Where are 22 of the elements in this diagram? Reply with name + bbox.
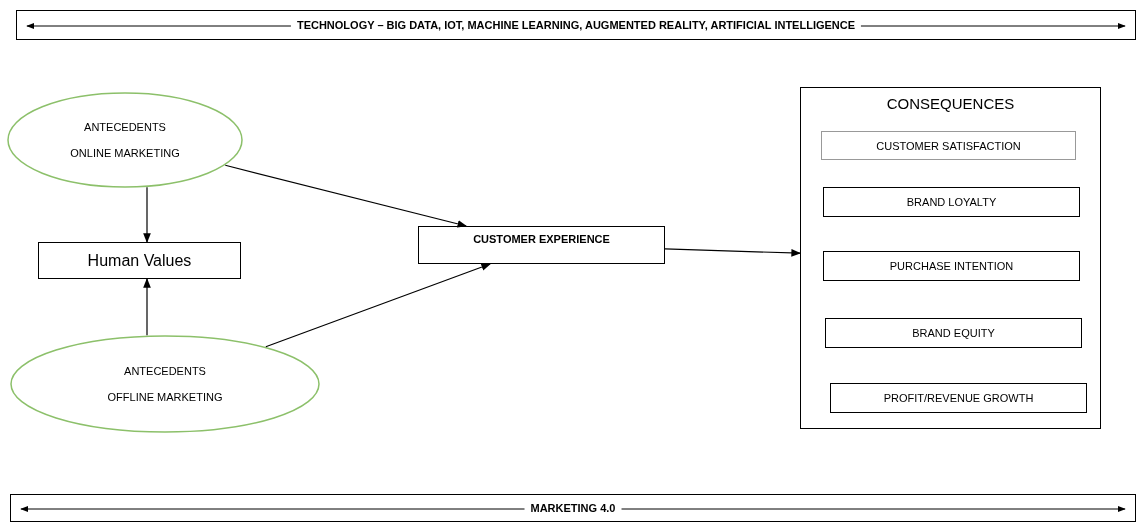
arrow (265, 263, 491, 348)
process-box: PROFIT/REVENUE GROWTH (830, 383, 1087, 413)
node-text: OFFLINE MARKETING (107, 391, 223, 403)
arrow (664, 248, 801, 257)
container-title: CONSEQUENCES (886, 95, 1015, 112)
process-box: PURCHASE INTENTION (823, 251, 1080, 281)
band-label: TECHNOLOGY – BIG DATA, IOT, MACHINE LEARNING, AUGMENTED REALITY, ARTIFICIAL INTELLIGENCE (290, 19, 862, 31)
node-text: ONLINE MARKETING (70, 147, 180, 159)
process-box: BRAND LOYALTY (823, 187, 1080, 217)
arrow (143, 186, 151, 243)
band-box (16, 10, 1136, 40)
node-heading: ANTECEDENTS (84, 121, 166, 133)
band-box (10, 494, 1136, 522)
node-heading: ANTECEDENTS (124, 365, 206, 377)
arrow (224, 164, 468, 228)
process-box: BRAND EQUITY (825, 318, 1082, 348)
process-box: CUSTOMER SATISFACTION (821, 131, 1076, 160)
band-label: MARKETING 4.0 (524, 502, 622, 514)
arrow (143, 278, 151, 336)
process-box: Human Values (38, 242, 241, 279)
container-box (800, 87, 1101, 429)
process-box: CUSTOMER EXPERIENCE (418, 226, 665, 264)
